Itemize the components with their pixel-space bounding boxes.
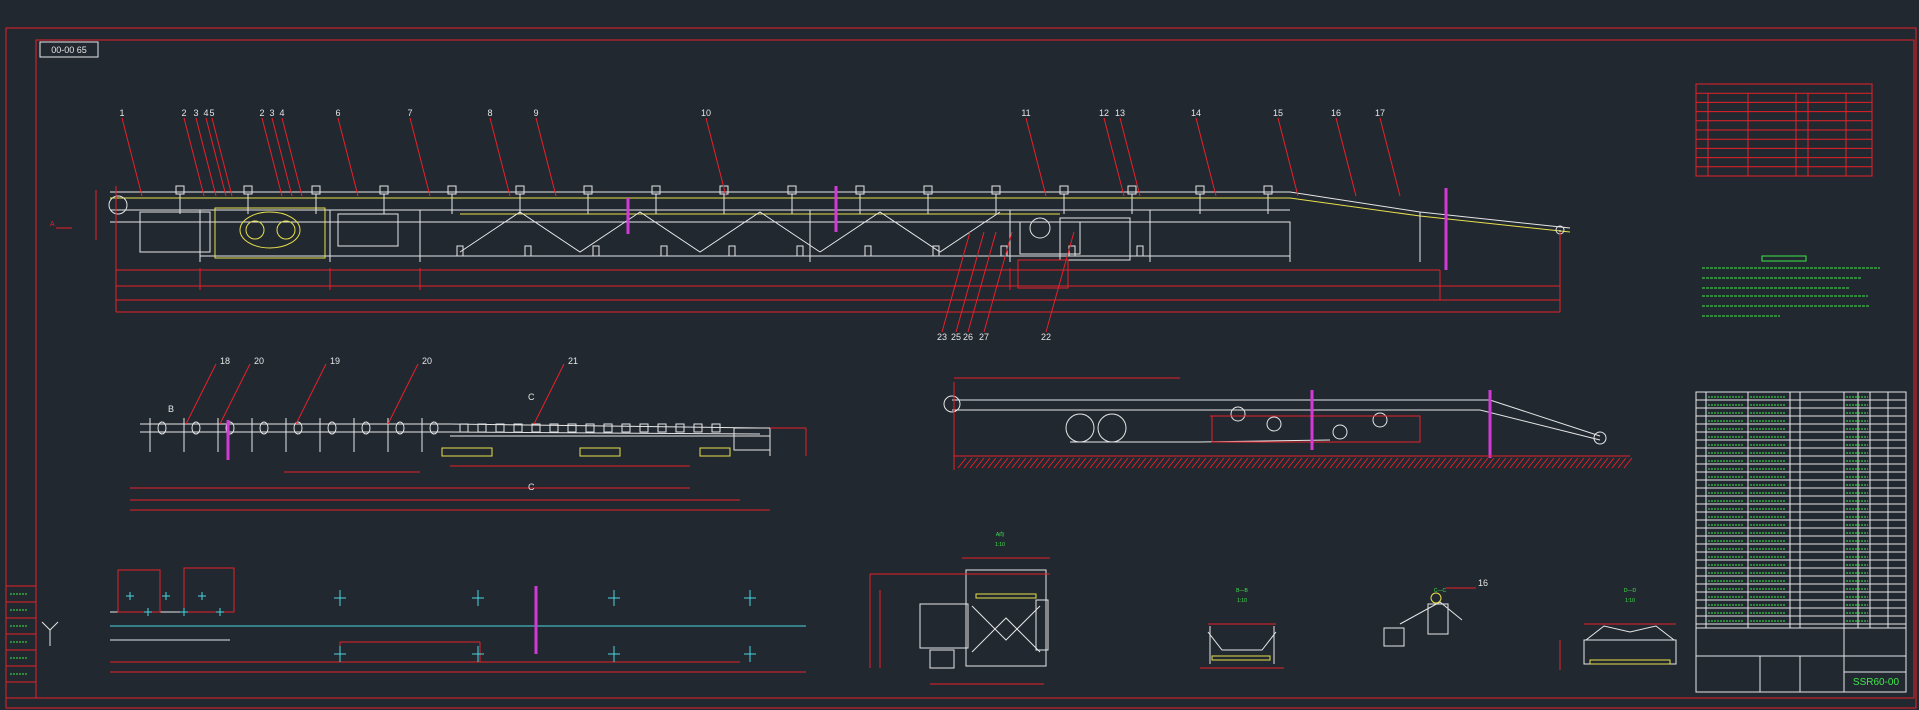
callout-number: 2 <box>259 108 264 118</box>
callout-number: 11 <box>1021 108 1030 118</box>
callout-number: 3 <box>269 108 274 118</box>
callout-number: 1 <box>119 108 124 118</box>
title-block: SSR60-00 <box>1695 627 1907 693</box>
callout-number: 6 <box>335 108 340 118</box>
technical-notes <box>1702 255 1880 317</box>
svg-text:1:10: 1:10 <box>1625 598 1635 604</box>
callout-number: 2 <box>181 108 186 118</box>
callout-number: 12 <box>1099 108 1109 118</box>
svg-text:16: 16 <box>1478 578 1488 588</box>
svg-text:B: B <box>168 404 174 414</box>
callout-number: 4 <box>279 108 284 118</box>
side-profile-view <box>943 377 1633 470</box>
callout-number: 13 <box>1115 108 1125 118</box>
section-d-d: D—D 1:10 <box>1559 588 1677 670</box>
svg-text:1:10: 1:10 <box>995 542 1005 548</box>
callout-number: 20 <box>422 356 432 366</box>
section-b-b: B—B 1:10 <box>1200 588 1284 669</box>
callout-number: 23 <box>937 332 947 342</box>
svg-text:B—B: B—B <box>1236 588 1248 594</box>
callout-number: 4 <box>203 108 208 118</box>
outer-frame <box>5 27 1917 709</box>
revision-block <box>5 585 37 699</box>
ground-hatch <box>954 455 1633 469</box>
idler-row <box>175 185 1273 257</box>
drawing-id-tag: 00-00 65 <box>51 45 87 55</box>
svg-text:C: C <box>528 482 535 492</box>
section-view-b: 18 20 19 20 21 B C C <box>130 356 807 511</box>
callout-number: 17 <box>1375 108 1385 118</box>
title-block-code: SSR60-00 <box>1853 677 1900 688</box>
svg-text:C: C <box>528 392 535 402</box>
parts-list <box>1695 391 1907 629</box>
view-a-arrow-label: A <box>50 221 55 228</box>
ucs-icon <box>41 621 59 646</box>
svg-text:1:10: 1:10 <box>1237 598 1247 604</box>
callout-number: 14 <box>1191 108 1201 118</box>
callout-number: 20 <box>254 356 264 366</box>
callout-number: 18 <box>220 356 230 366</box>
section-c-c: 16 C—C <box>1383 578 1488 647</box>
callout-number: 19 <box>330 356 340 366</box>
inner-frame <box>35 39 1915 699</box>
svg-text:C—C: C—C <box>1434 588 1447 594</box>
technical-parameter-table <box>1695 83 1873 177</box>
callout-number: 9 <box>533 108 538 118</box>
drawing-id-box <box>39 41 99 58</box>
view-a-front: A向 1:10 <box>869 531 1050 685</box>
callout-number: 8 <box>487 108 492 118</box>
callout-number: 10 <box>701 108 711 118</box>
svg-text:D—D: D—D <box>1624 588 1637 594</box>
callout-number: 7 <box>407 108 412 118</box>
callout-number: 25 <box>951 332 961 342</box>
callout-number: 22 <box>1041 332 1051 342</box>
callout-number: 5 <box>209 108 214 118</box>
callout-number: 3 <box>193 108 198 118</box>
callout-number: 27 <box>979 332 989 342</box>
callout-number: 21 <box>568 356 578 366</box>
callout-number: 16 <box>1331 108 1341 118</box>
callout-number: 15 <box>1273 108 1283 118</box>
plan-view <box>110 567 806 673</box>
callout-number: 26 <box>963 332 973 342</box>
svg-text:A向: A向 <box>996 531 1004 538</box>
